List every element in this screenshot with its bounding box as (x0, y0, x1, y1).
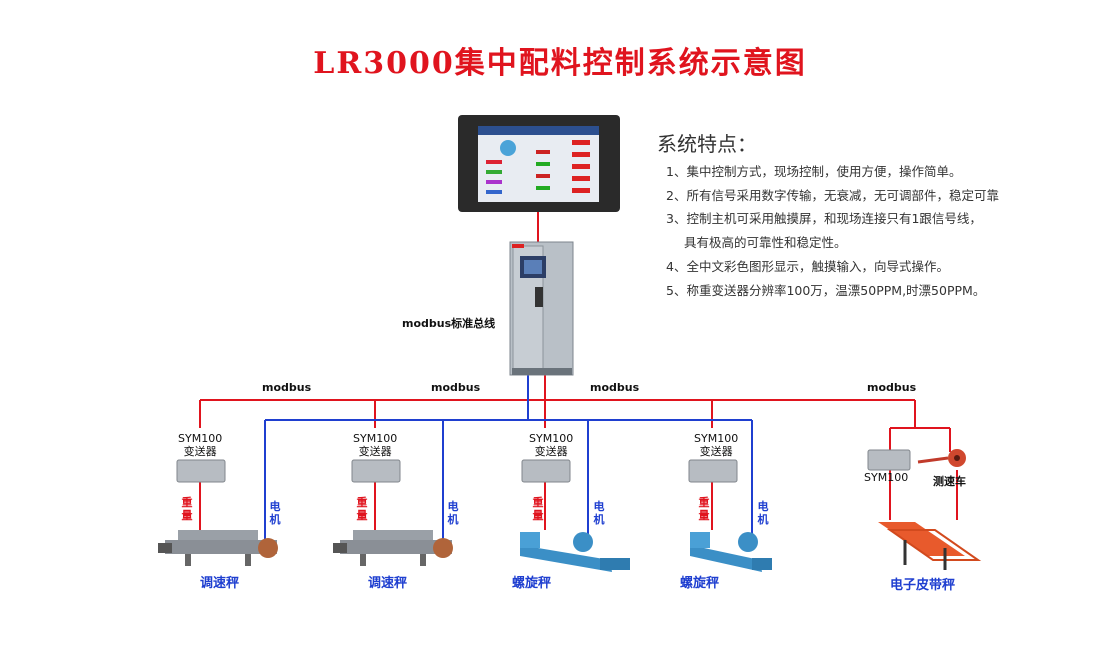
modbus-bus-label: modbus标准总线 (402, 317, 496, 330)
modbus-tag-4: modbus (867, 381, 917, 394)
belt-scale (878, 522, 982, 570)
device-caption-4: 螺旋秤 (680, 576, 720, 591)
feature-item-1: 1、集中控制方式，现场控制，使用方便，操作简单。 (666, 164, 962, 179)
speed-scale-1 (158, 530, 278, 566)
motor-label-2: 电机 (447, 500, 459, 526)
device-caption-3: 螺旋秤 (512, 576, 552, 591)
screw-scale-1 (520, 532, 630, 572)
transmitter-type: 变送器 (534, 445, 568, 458)
transmitter-model: SYM100 (529, 432, 574, 445)
feature-item-4: 4、全中文彩色图形显示，触摸输入，向导式操作。 (666, 259, 949, 274)
transmitter-2-label: SYM100 变送器 (353, 432, 397, 458)
transmitter-model: SYM100 (178, 432, 223, 445)
screw-scale-2 (690, 532, 772, 572)
motor-label-4: 电机 (757, 500, 769, 526)
weight-label-3: 重量 (532, 496, 544, 522)
feature-item-3-cont: 具有极高的可靠性和稳定性。 (684, 235, 847, 250)
feature-item-5: 5、称重变送器分辨率100万，温漂50PPM,时漂50PPM。 (666, 283, 986, 298)
weight-label-1: 重量 (181, 496, 193, 522)
device-caption-1: 调速秤 (200, 576, 240, 591)
speed-scale-2 (333, 530, 453, 566)
weight-label-2: 重量 (356, 496, 368, 522)
modbus-tag-1: modbus (262, 381, 312, 394)
transmitter-model: SYM100 (353, 432, 398, 445)
transmitter-type: 变送器 (358, 445, 392, 458)
feature-item-2: 2、所有信号采用数字传输，无衰减，无可调部件，稳定可靠 (666, 188, 999, 203)
feature-item-3: 3、控制主机可采用触摸屏，和现场连接只有1跟信号线， (666, 211, 982, 226)
transmitter-1-label: SYM100 变送器 (178, 432, 222, 458)
transmitter-3-label: SYM100 变送器 (529, 432, 573, 458)
device-caption-5: 电子皮带秤 (890, 578, 956, 593)
modbus-tag-2: modbus (431, 381, 481, 394)
speed-sensor-label: 测速车 (933, 475, 966, 488)
transmitter-type: 变送器 (699, 445, 733, 458)
belt-transmitter-label: SYM100 (864, 471, 909, 484)
hmi-touch-screen (458, 115, 620, 212)
transmitter-4-label: SYM100 变送器 (694, 432, 738, 458)
features-heading: 系统特点： (657, 132, 757, 156)
transmitter-model: SYM100 (694, 432, 739, 445)
motor-wires (264, 375, 753, 540)
transmitter-boxes (176, 449, 911, 483)
modbus-tag-3: modbus (590, 381, 640, 394)
transmitter-type: 变送器 (183, 445, 217, 458)
speed-sensor-wheel (917, 449, 966, 467)
signal-wires (199, 212, 958, 530)
weight-label-4: 重量 (698, 496, 710, 522)
device-caption-2: 调速秤 (368, 576, 408, 591)
motor-label-1: 电机 (269, 500, 281, 526)
diagram-title: LR3000集中配料控制系统示意图 (313, 46, 807, 81)
control-cabinet (509, 241, 574, 376)
motor-label-3: 电机 (593, 500, 605, 526)
